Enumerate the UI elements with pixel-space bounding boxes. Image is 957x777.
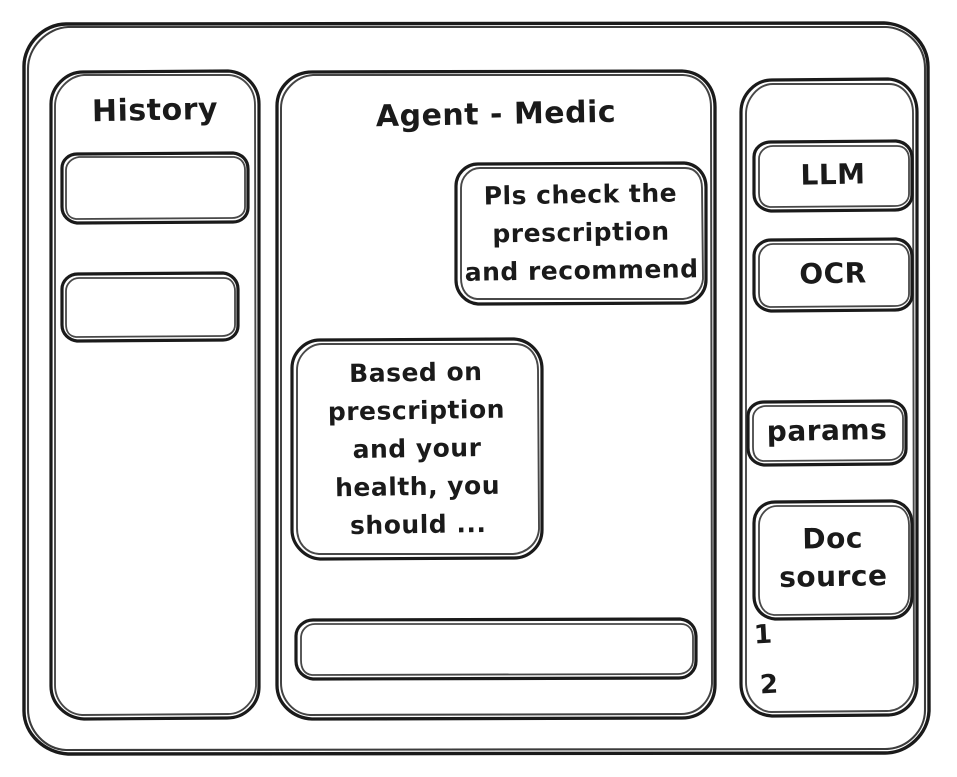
tool-chip-ocr[interactable]: OCR	[752, 237, 914, 313]
chat-message-assistant: Based on prescription and your health, y…	[290, 337, 544, 561]
tool-chip-label: Doc source	[778, 521, 888, 594]
tool-chip-doc-source[interactable]: Doc source	[752, 499, 914, 622]
doc-source-item-1[interactable]: 1	[753, 619, 774, 651]
history-panel-title: History	[91, 91, 219, 130]
history-item-border	[60, 271, 240, 343]
tool-chip-params[interactable]: params	[746, 399, 908, 467]
tool-chip-label: OCR	[798, 256, 867, 291]
doc-source-item-2[interactable]: 2	[759, 669, 780, 701]
chat-message-user-text: Pls check the prescription and recommend	[464, 178, 699, 287]
chat-message-user: Pls check the prescription and recommend	[454, 161, 708, 306]
tool-chip-label: params	[766, 412, 888, 449]
message-input-border	[294, 617, 698, 681]
history-item[interactable]	[60, 271, 240, 343]
chat-message-assistant-text: Based on prescription and your health, y…	[327, 356, 506, 541]
history-item[interactable]	[60, 151, 250, 225]
history-item-border	[60, 151, 250, 225]
tool-chip-llm[interactable]: LLM	[752, 139, 914, 213]
tool-chip-label: LLM	[800, 157, 866, 192]
message-input[interactable]	[294, 617, 698, 681]
